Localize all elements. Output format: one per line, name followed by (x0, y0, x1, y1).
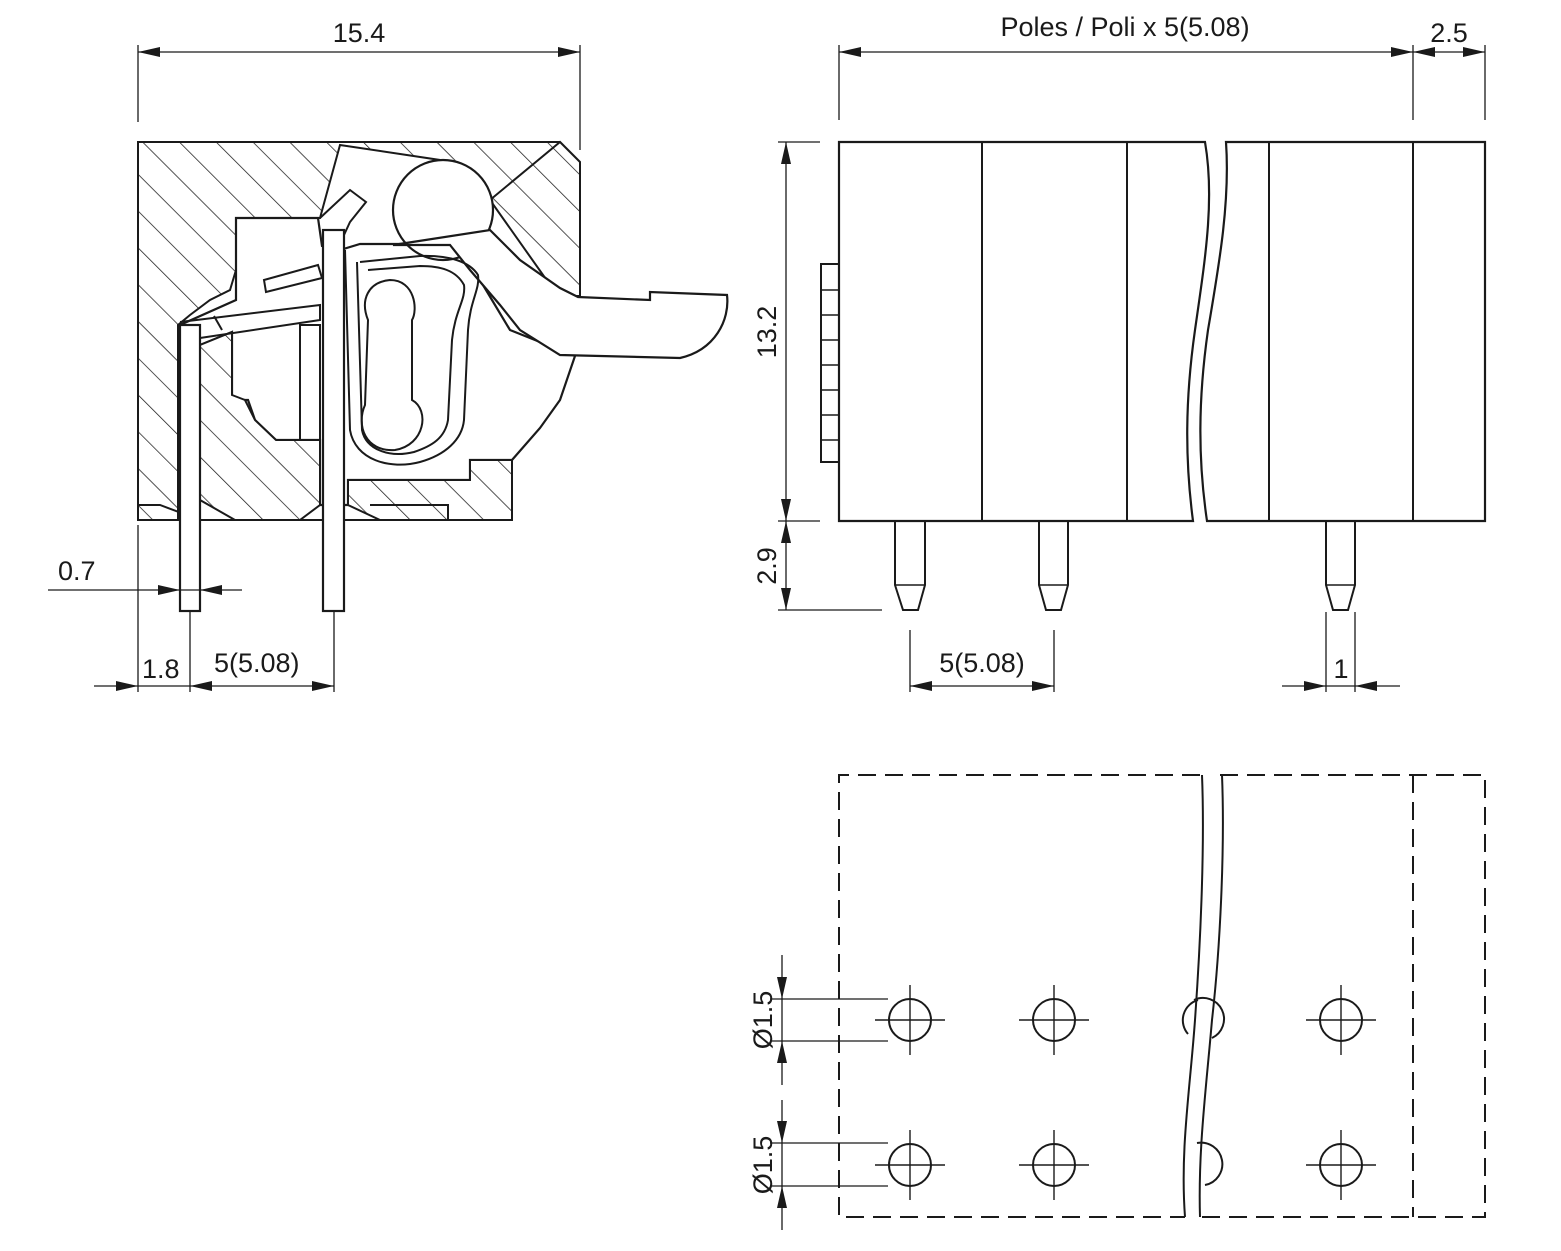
dim-edge-offset: 1.8 (142, 654, 180, 684)
pin-left (178, 323, 202, 613)
dim-hole-diameter-2: Ø1.5 (748, 1136, 778, 1195)
dim-front-pitch: 5(5.08) (939, 648, 1025, 678)
dim-pin-thickness: 0.7 (58, 556, 96, 586)
front-body-right (1199, 140, 1487, 523)
dim-side-width: 15.4 (333, 18, 386, 48)
side-section-view: 15.4 0.7 1.8 5(5.08) (48, 18, 729, 692)
front-pin-1 (894, 521, 926, 611)
dim-end-width: 2.5 (1430, 18, 1468, 48)
front-pin-2 (1038, 521, 1069, 611)
side-ribs (820, 263, 840, 463)
base-section (199, 330, 321, 521)
footprint-outline-left (838, 774, 1200, 1218)
lever-arm (392, 228, 729, 360)
pcb-footprint-view: Ø1.5 Ø1.5 (748, 774, 1486, 1230)
footprint-outline-right (1200, 774, 1486, 1218)
dim-pin-length: 2.9 (752, 547, 782, 585)
hole-row-2 (875, 1130, 1376, 1200)
dim-side-pitch: 5(5.08) (214, 648, 300, 678)
front-body-left (837, 140, 1211, 523)
hole-row-1 (875, 985, 1376, 1055)
front-pin-3 (1325, 521, 1356, 611)
clamp-spring (344, 249, 480, 466)
dim-pin-width: 1 (1333, 654, 1348, 684)
pin-right (321, 228, 346, 613)
keyhole-slot (360, 278, 424, 452)
front-view: Poles / Poli x 5(5.08) 2.5 13.2 2.9 5(5.… (752, 12, 1487, 692)
dim-pole-pitch-formula: Poles / Poli x 5(5.08) (1000, 12, 1249, 42)
dim-hole-diameter-1: Ø1.5 (748, 991, 778, 1050)
dim-body-height: 13.2 (752, 306, 782, 359)
